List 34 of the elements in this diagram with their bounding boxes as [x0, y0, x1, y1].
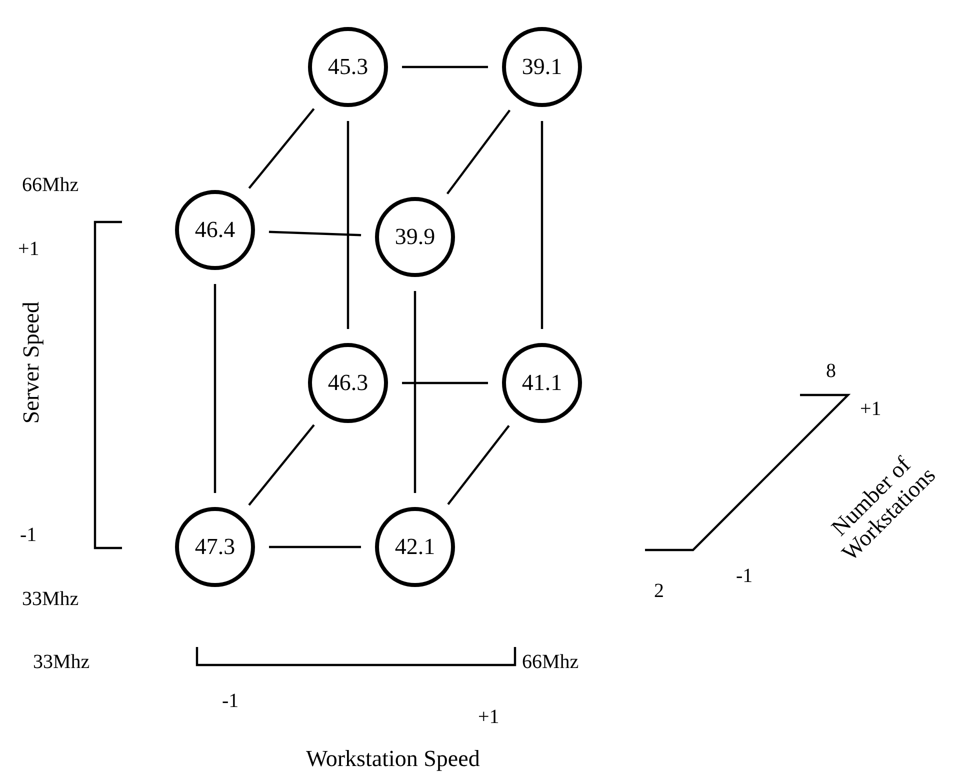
tick-label: +1 — [860, 398, 882, 420]
connector-line — [214, 284, 216, 493]
connector-line — [248, 108, 315, 189]
tick-label: -1 — [20, 524, 37, 546]
tick-label: 33Mhz — [22, 588, 79, 610]
tick-label: 33Mhz — [33, 651, 90, 673]
tick-label: 66Mhz — [522, 651, 579, 673]
value-text: 42.1 — [394, 534, 436, 560]
connector-line — [402, 66, 488, 68]
tick-label: +1 — [18, 238, 40, 260]
value-text: 46.3 — [328, 370, 368, 396]
tick-label: -1 — [222, 690, 239, 712]
tick-label: 8 — [826, 360, 836, 382]
axis-title: Server Speed — [18, 302, 44, 424]
tick-label: 66Mhz — [22, 174, 79, 196]
value-text: 39.1 — [522, 54, 562, 80]
tick-label: +1 — [478, 706, 500, 728]
connector-line — [402, 382, 488, 384]
connector-line — [446, 110, 511, 194]
connector-line — [540, 121, 544, 329]
connector-line — [447, 425, 510, 505]
tick-label: 2 — [654, 580, 664, 602]
tick-label: -1 — [736, 565, 753, 587]
connector-line — [269, 546, 361, 548]
connector-line — [268, 230, 362, 236]
value-text: 46.4 — [194, 217, 236, 243]
value-text: 39.9 — [394, 224, 436, 250]
connector-line — [248, 424, 315, 506]
value-text: 47.3 — [194, 534, 236, 560]
axis-title: Workstation Speed — [306, 746, 480, 772]
value-text: 41.1 — [522, 370, 562, 396]
connector-line — [414, 291, 416, 493]
connector-line — [346, 121, 350, 329]
value-text: 45.3 — [328, 54, 368, 80]
